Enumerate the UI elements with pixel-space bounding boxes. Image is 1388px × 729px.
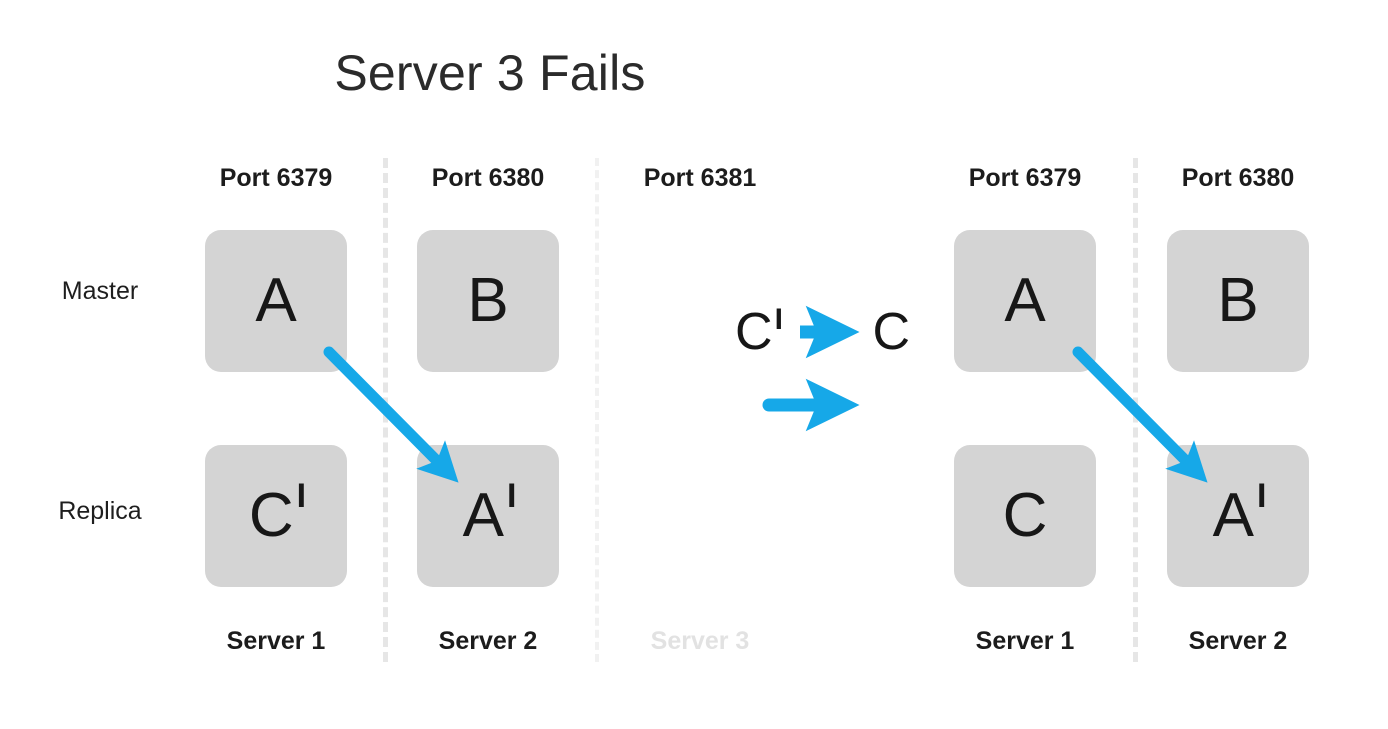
server-label-2-after: Server 2 xyxy=(1188,627,1288,655)
server-label-3-failed: Server 3 xyxy=(650,627,750,655)
node-replica-server1-after[interactable]: C xyxy=(954,445,1096,587)
page-title: Server 3 Fails xyxy=(334,45,646,101)
prime-mark: I xyxy=(506,477,517,515)
node-master-server2-before[interactable]: B xyxy=(417,230,559,372)
node-glyph: A xyxy=(1004,266,1046,335)
column-divider-2 xyxy=(595,158,599,662)
node-glyph: B xyxy=(1217,266,1259,335)
port-label-s3-before: Port 6381 xyxy=(643,164,757,192)
node-glyph: C xyxy=(1002,481,1048,550)
promotion-note: CI C xyxy=(735,304,910,360)
prime-mark: I xyxy=(296,477,307,515)
prime-mark: I xyxy=(774,303,783,336)
column-divider-3 xyxy=(1133,158,1138,662)
server-label-1-before: Server 1 xyxy=(226,627,326,655)
row-label-master: Master xyxy=(61,277,139,305)
promotion-to: C xyxy=(872,303,910,361)
column-divider-1 xyxy=(383,158,388,662)
promotion-from: CI xyxy=(735,303,783,361)
node-master-server1-after[interactable]: A xyxy=(954,230,1096,372)
node-glyph: A xyxy=(255,266,297,335)
port-label-s2-after: Port 6380 xyxy=(1181,164,1295,192)
server-label-2-before: Server 2 xyxy=(438,627,538,655)
row-label-replica: Replica xyxy=(58,497,142,525)
node-master-server1-before[interactable]: A xyxy=(205,230,347,372)
prime-mark: I xyxy=(1256,477,1267,515)
node-glyph: B xyxy=(467,266,509,335)
port-label-s2-before: Port 6380 xyxy=(431,164,545,192)
server-label-1-after: Server 1 xyxy=(975,627,1075,655)
port-label-s1-before: Port 6379 xyxy=(219,164,333,192)
node-master-server2-after[interactable]: B xyxy=(1167,230,1309,372)
port-label-s1-after: Port 6379 xyxy=(968,164,1082,192)
